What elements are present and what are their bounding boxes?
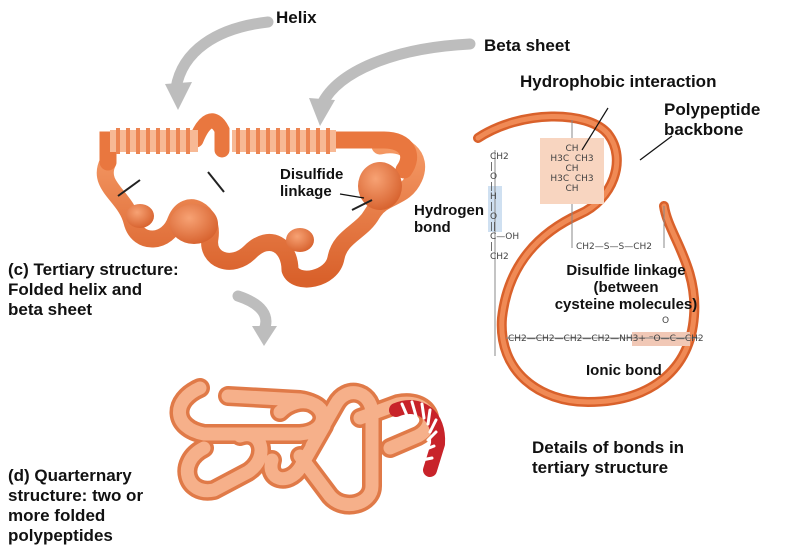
ionic-chem-o: O (662, 316, 669, 326)
quaternary-caption: (d) Quarternary structure: two or more f… (8, 466, 143, 546)
details-caption: Details of bonds in tertiary structure (532, 438, 684, 478)
disulfide-left-label: Disulfide linkage (280, 166, 343, 200)
helix-coil (110, 128, 198, 154)
hydrophobic-label: Hydrophobic interaction (520, 72, 716, 92)
beta-sheet-label: Beta sheet (484, 36, 570, 56)
helix-arrow (165, 22, 268, 110)
hydrogen-bond-chem: CH2 | O | H | O || C—OH | CH2 (490, 152, 519, 262)
ionic-chem: CH2—CH2—CH2—CH2—NH3+ ⁻O—C—CH2 (508, 334, 704, 344)
disulfide-chem: CH2—S—S—CH2 (576, 242, 652, 252)
beta-sheet-arrow (309, 44, 470, 126)
down-arrow (238, 296, 277, 346)
polypeptide-backbone-label: Polypeptide backbone (664, 100, 760, 140)
helix-label: Helix (276, 8, 317, 28)
ionic-bond-label: Ionic bond (586, 362, 662, 379)
tertiary-structure-ribbon (105, 121, 416, 279)
tertiary-caption: (c) Tertiary structure: Folded helix and… (8, 260, 179, 320)
beta-coil (232, 128, 336, 154)
quaternary-structure (179, 388, 438, 505)
hydrogen-bond-label: Hydrogen bond (414, 202, 484, 236)
disulfide-right-label: Disulfide linkage (between cysteine mole… (516, 262, 736, 313)
hydrophobic-chem: CH H3C CH3 CH H3C CH3 CH (546, 144, 598, 194)
